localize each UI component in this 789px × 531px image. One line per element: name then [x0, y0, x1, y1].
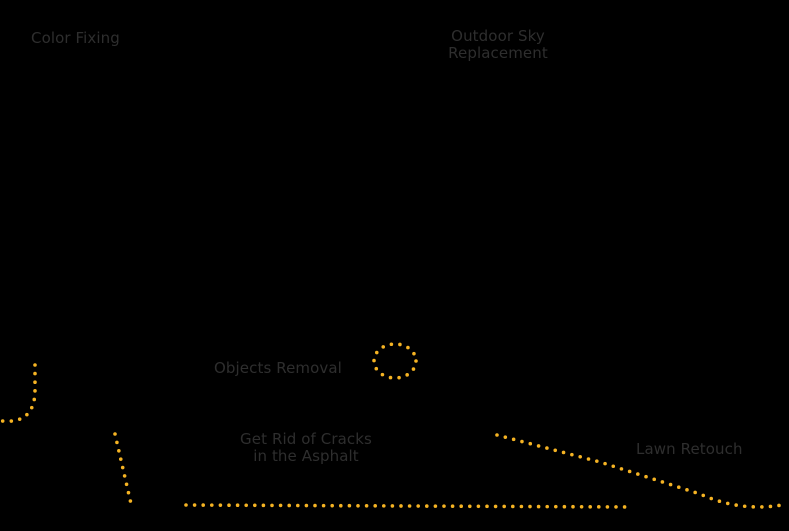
label-outdoor-sky-line-2: Replacement — [448, 44, 548, 62]
label-get-rid-of-cracks: Get Rid of Cracks in the Asphalt — [228, 431, 384, 465]
label-lawn-retouch: Lawn Retouch — [636, 441, 743, 458]
label-lawn-retouch-text: Lawn Retouch — [636, 440, 743, 458]
label-outdoor-sky-replacement: Outdoor Sky Replacement — [438, 28, 558, 62]
dotted-outline-asphalt-crack — [184, 503, 634, 509]
label-color-fixing-text: Color Fixing — [31, 29, 120, 47]
label-cracks-line-1: Get Rid of Cracks — [240, 430, 372, 448]
dotted-outline-left-slant — [113, 432, 134, 510]
label-cracks-line-2: in the Asphalt — [253, 447, 359, 465]
dotted-outline-left-curve — [0, 363, 37, 423]
label-color-fixing: Color Fixing — [31, 30, 120, 47]
dotted-circle-removed-object — [372, 342, 418, 380]
label-outdoor-sky-line-1: Outdoor Sky — [451, 27, 545, 45]
label-objects-removal-text: Objects Removal — [214, 359, 342, 377]
label-objects-removal: Objects Removal — [214, 360, 342, 377]
dotted-outline-lawn-edge — [495, 433, 784, 509]
